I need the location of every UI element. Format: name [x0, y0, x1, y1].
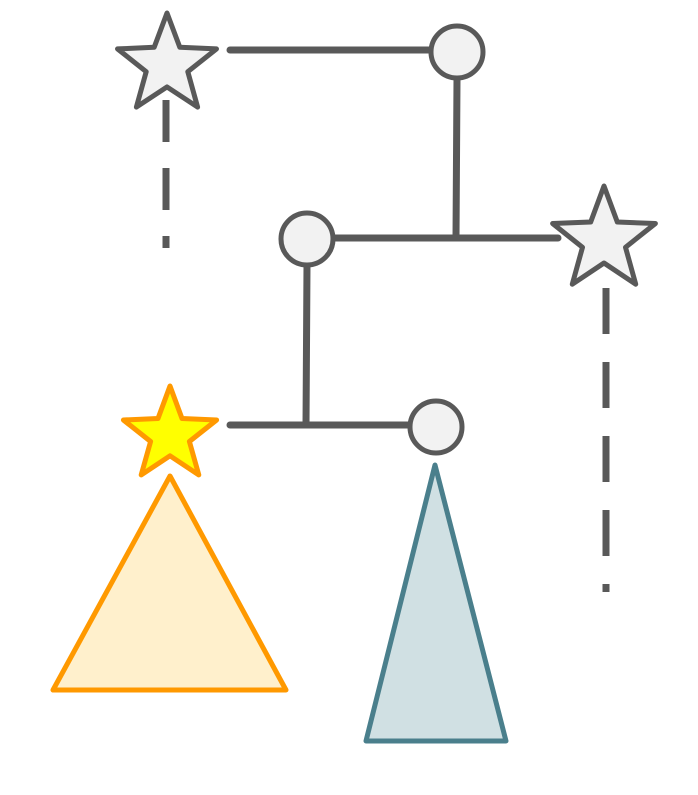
top-left-star-node: [115, 10, 219, 110]
right-star-node: [550, 183, 658, 287]
nodes: [115, 10, 658, 478]
left-subtree-triangle: [50, 473, 289, 693]
edge-mid-circle-to-junction: [302, 261, 311, 429]
subtrees: [50, 462, 509, 744]
dashed-edges: [162, 100, 610, 592]
mid-circle-node: [278, 210, 336, 268]
top-circle-node: [428, 23, 486, 81]
solid-edges: [226, 46, 562, 429]
bottom-circle-node: [407, 398, 465, 456]
right-subtree-triangle: [363, 462, 509, 744]
highlighted-star-node: [120, 383, 220, 478]
edge-top-circle-to-junction: [452, 75, 461, 242]
